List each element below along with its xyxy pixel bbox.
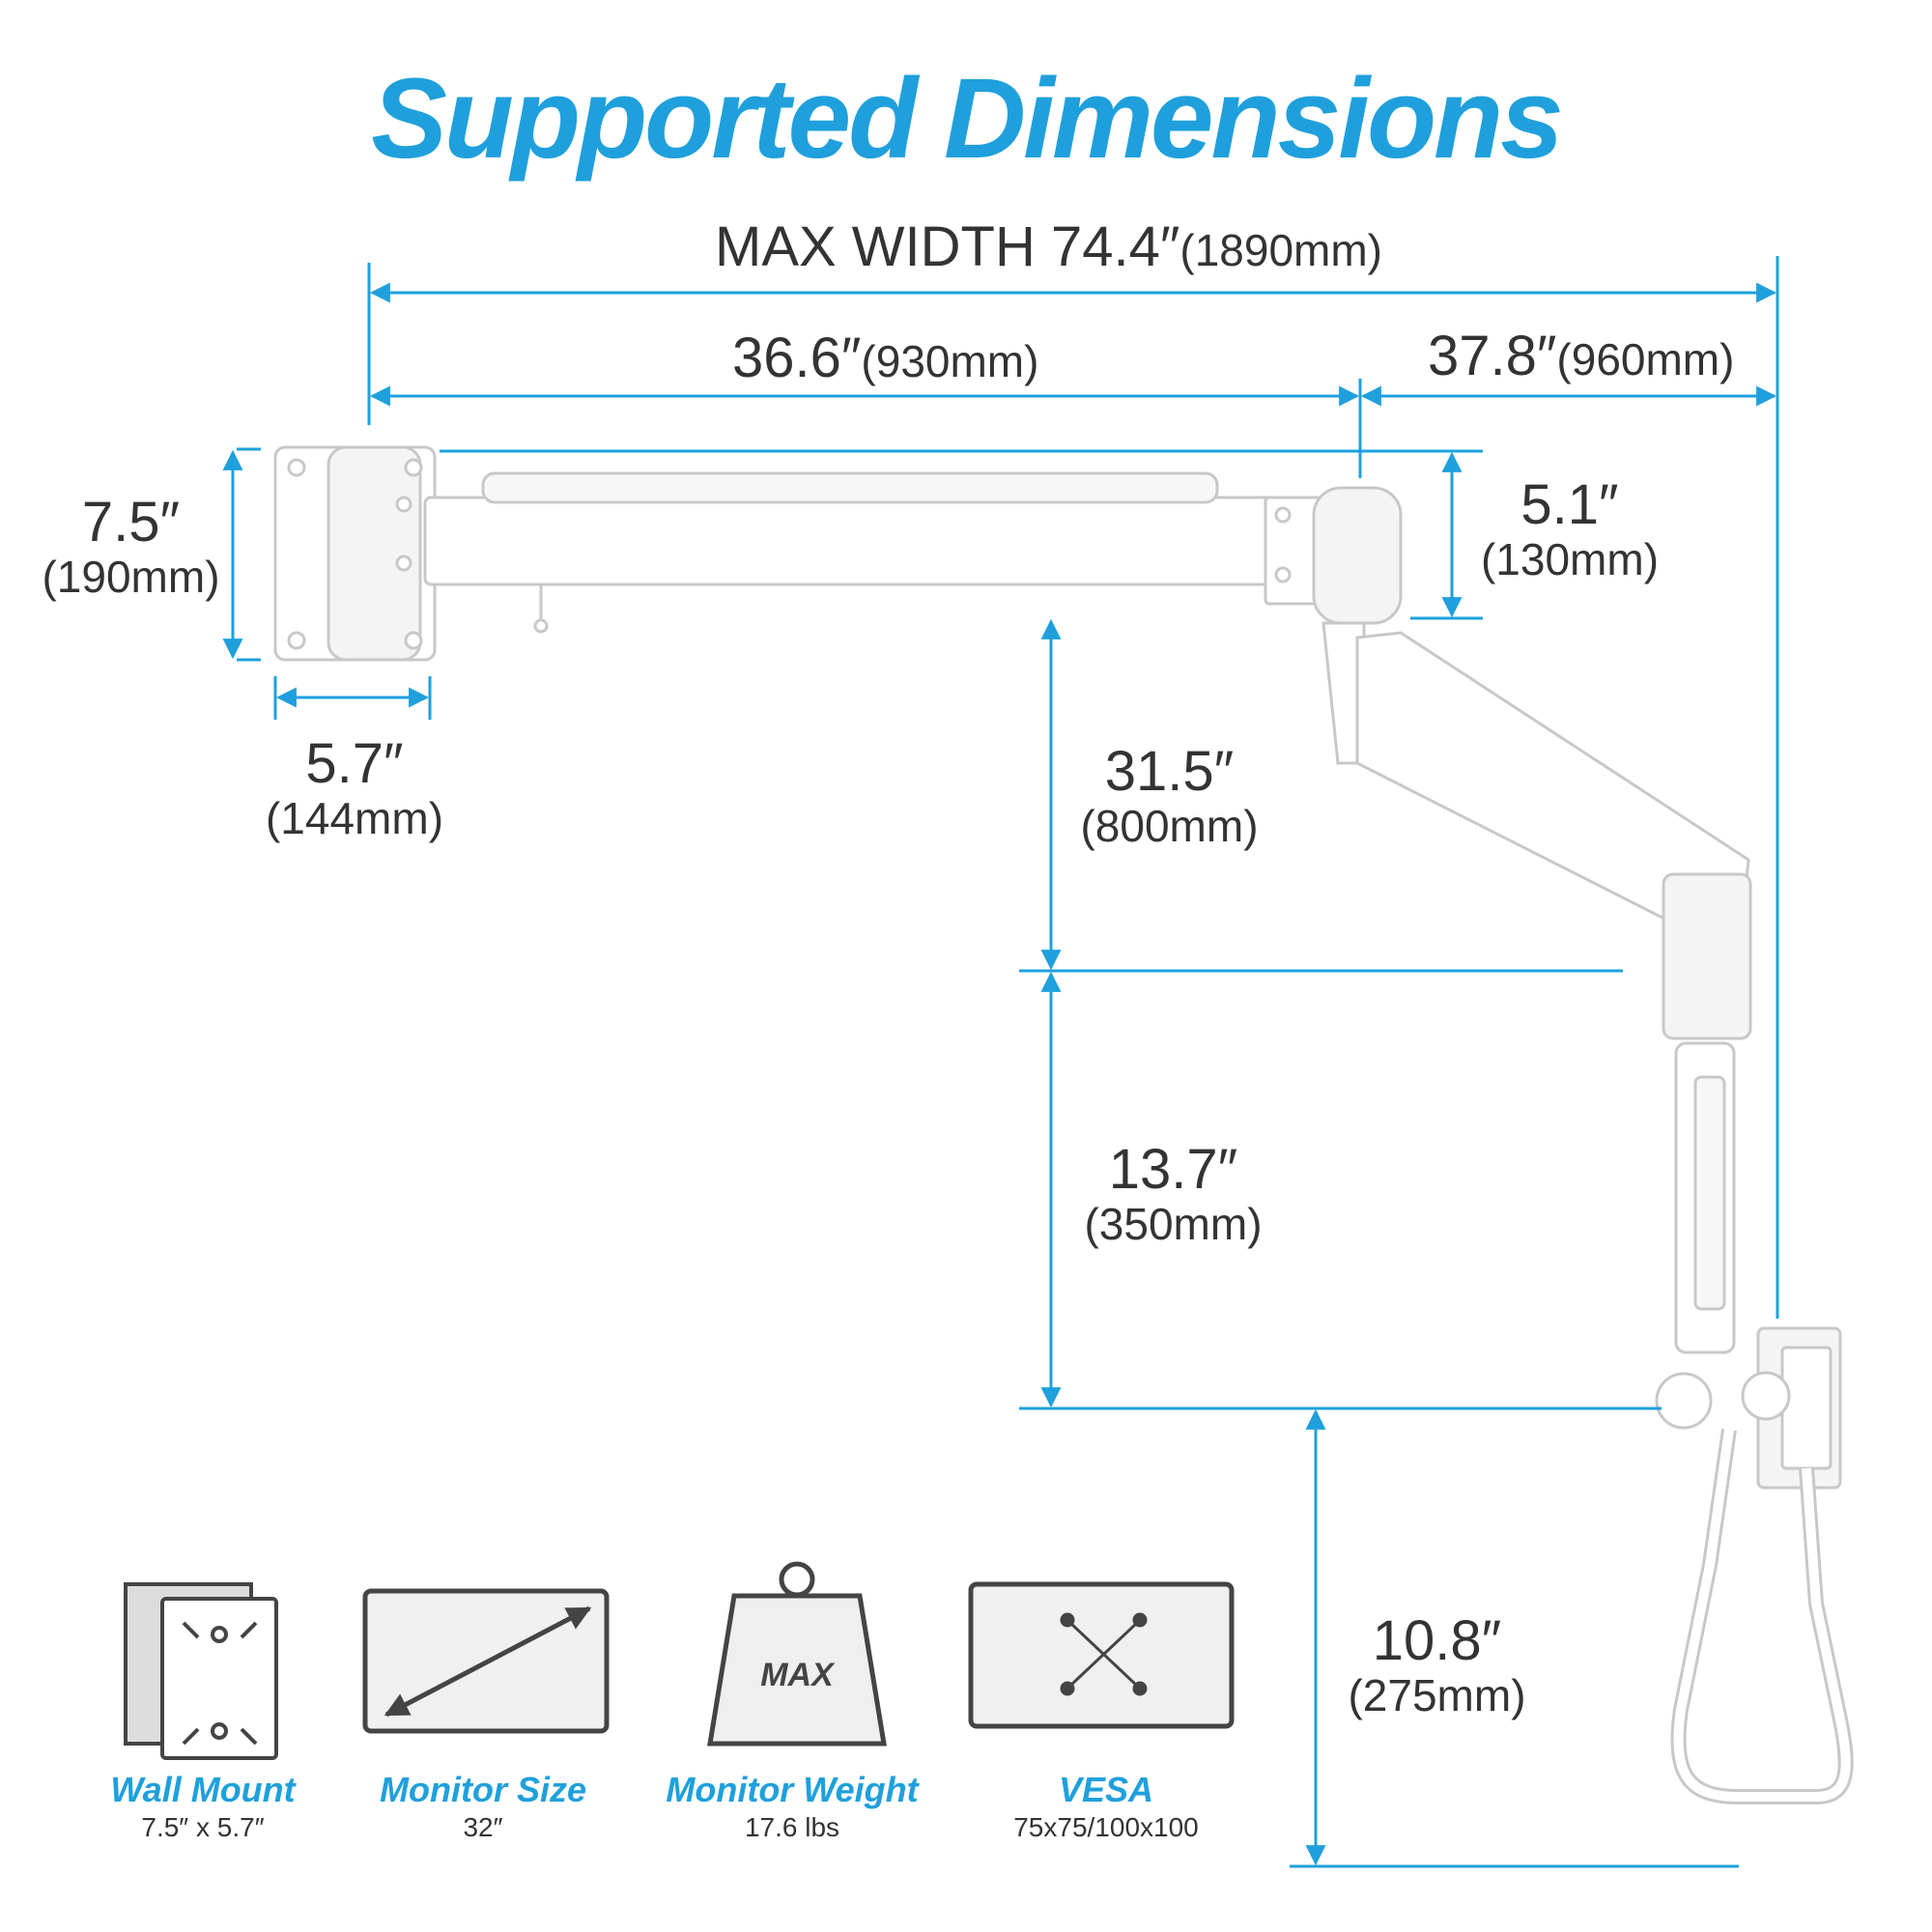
weight-icon-label: MAX [760, 1657, 836, 1693]
feature-value: 32″ [463, 1812, 503, 1842]
vesa-icon [968, 1581, 1235, 1729]
feature-title: Monitor Weight [666, 1770, 919, 1809]
feature-title: Monitor Size [380, 1770, 586, 1809]
feature-monitor-weight: Monitor Weight 17.6 lbs [647, 1770, 937, 1843]
weight-icon [707, 1561, 887, 1747]
plate-height-label: 7.5″ (190mm) [42, 491, 220, 602]
arm-height-label: 5.1″ (130mm) [1480, 473, 1660, 584]
lower-vertical-label: 13.7″ (350mm) [1084, 1138, 1263, 1249]
feature-monitor-size: Monitor Size 32″ [367, 1770, 599, 1843]
feature-value: 75x75/100x100 [1013, 1812, 1199, 1842]
max-width-label: MAX WIDTH 74.4″(1890mm) [715, 215, 1382, 278]
monitor-arm-illustration [273, 445, 1854, 1804]
arm2-length-label: 37.8″(960mm) [1428, 325, 1735, 387]
wall-mount-icon [124, 1582, 278, 1760]
feature-title: Wall Mount [110, 1770, 296, 1809]
feature-wall-mount: Wall Mount 7.5″ x 5.7″ [92, 1770, 314, 1843]
extension-lines [237, 256, 1779, 1868]
dimension-arrows [222, 282, 1777, 1866]
upper-vertical-label: 31.5″ (800mm) [1080, 740, 1259, 851]
feature-value: 7.5″ x 5.7″ [141, 1812, 265, 1842]
feature-title: VESA [1058, 1770, 1154, 1809]
plate-width-label: 5.7″ (144mm) [265, 732, 444, 843]
feature-vesa: VESA 75x75/100x100 [980, 1770, 1232, 1843]
arm1-length-label: 36.6″(930mm) [732, 327, 1039, 389]
page-title: Supported Dimensions [371, 55, 1564, 183]
handle-drop-label: 10.8″ (275mm) [1348, 1609, 1526, 1720]
feature-value: 17.6 lbs [744, 1812, 840, 1842]
monitor-size-icon [362, 1588, 610, 1734]
